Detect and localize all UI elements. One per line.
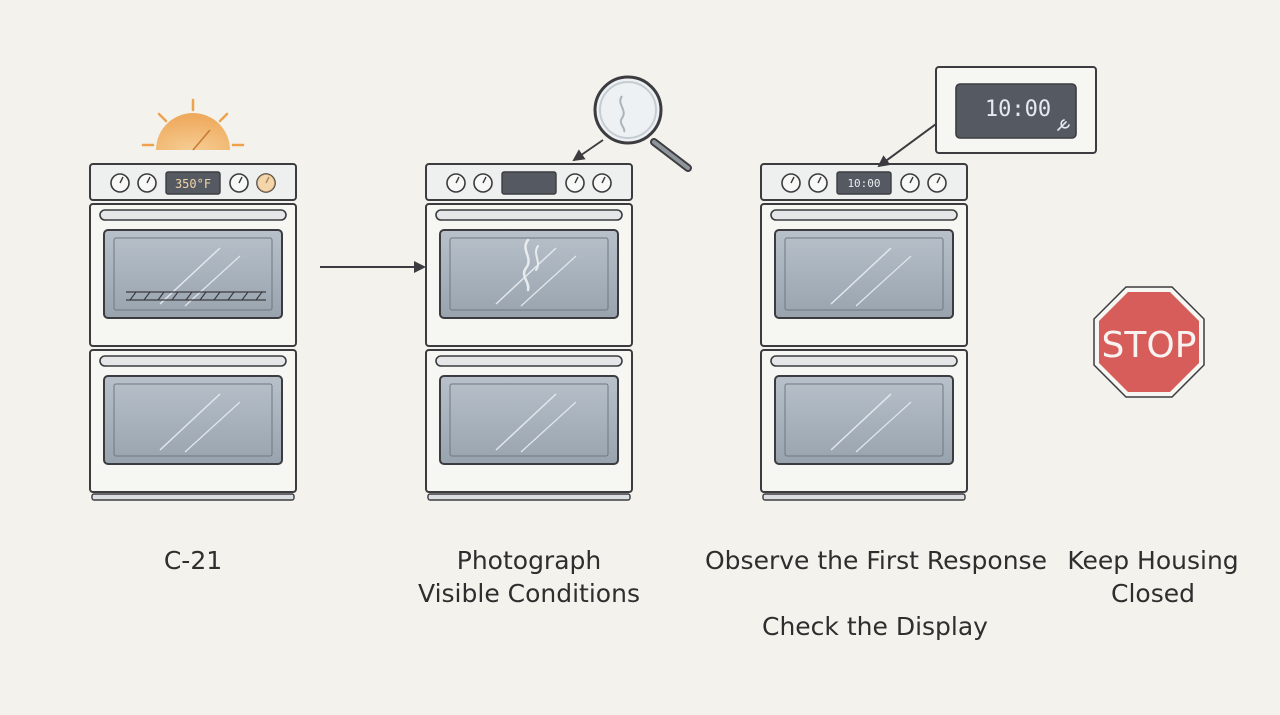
step-2-label: Photograph Visible Conditions	[418, 546, 640, 608]
display-callout: 10:00	[935, 66, 1097, 154]
oven-display-readout: 350°F	[175, 177, 211, 191]
stop-sign-icon: STOP	[1093, 286, 1205, 398]
step-4-label: Keep Housing Closed	[1067, 546, 1239, 608]
step-3-sublabel: Check the Display	[762, 612, 988, 641]
oven-display-readout: 10:00	[847, 177, 880, 190]
heat-sun-icon	[141, 98, 245, 151]
pointer-arrow	[572, 139, 604, 162]
step-1-oven: 350°F	[89, 98, 297, 501]
stop-sign-text: STOP	[1102, 325, 1197, 366]
step-2-oven	[425, 75, 692, 501]
pointer-arrow	[877, 123, 937, 168]
magnifying-glass-icon	[593, 75, 692, 172]
smoke-icon	[522, 238, 530, 292]
step-3-label: Observe the First Response	[705, 546, 1047, 575]
wrench-icon	[1057, 119, 1070, 131]
oven-rack	[126, 291, 266, 301]
step-3-oven: 10:00 10:00	[760, 66, 1097, 501]
step-1-label: C-21	[163, 546, 223, 575]
callout-display-readout: 10:00	[985, 97, 1051, 122]
